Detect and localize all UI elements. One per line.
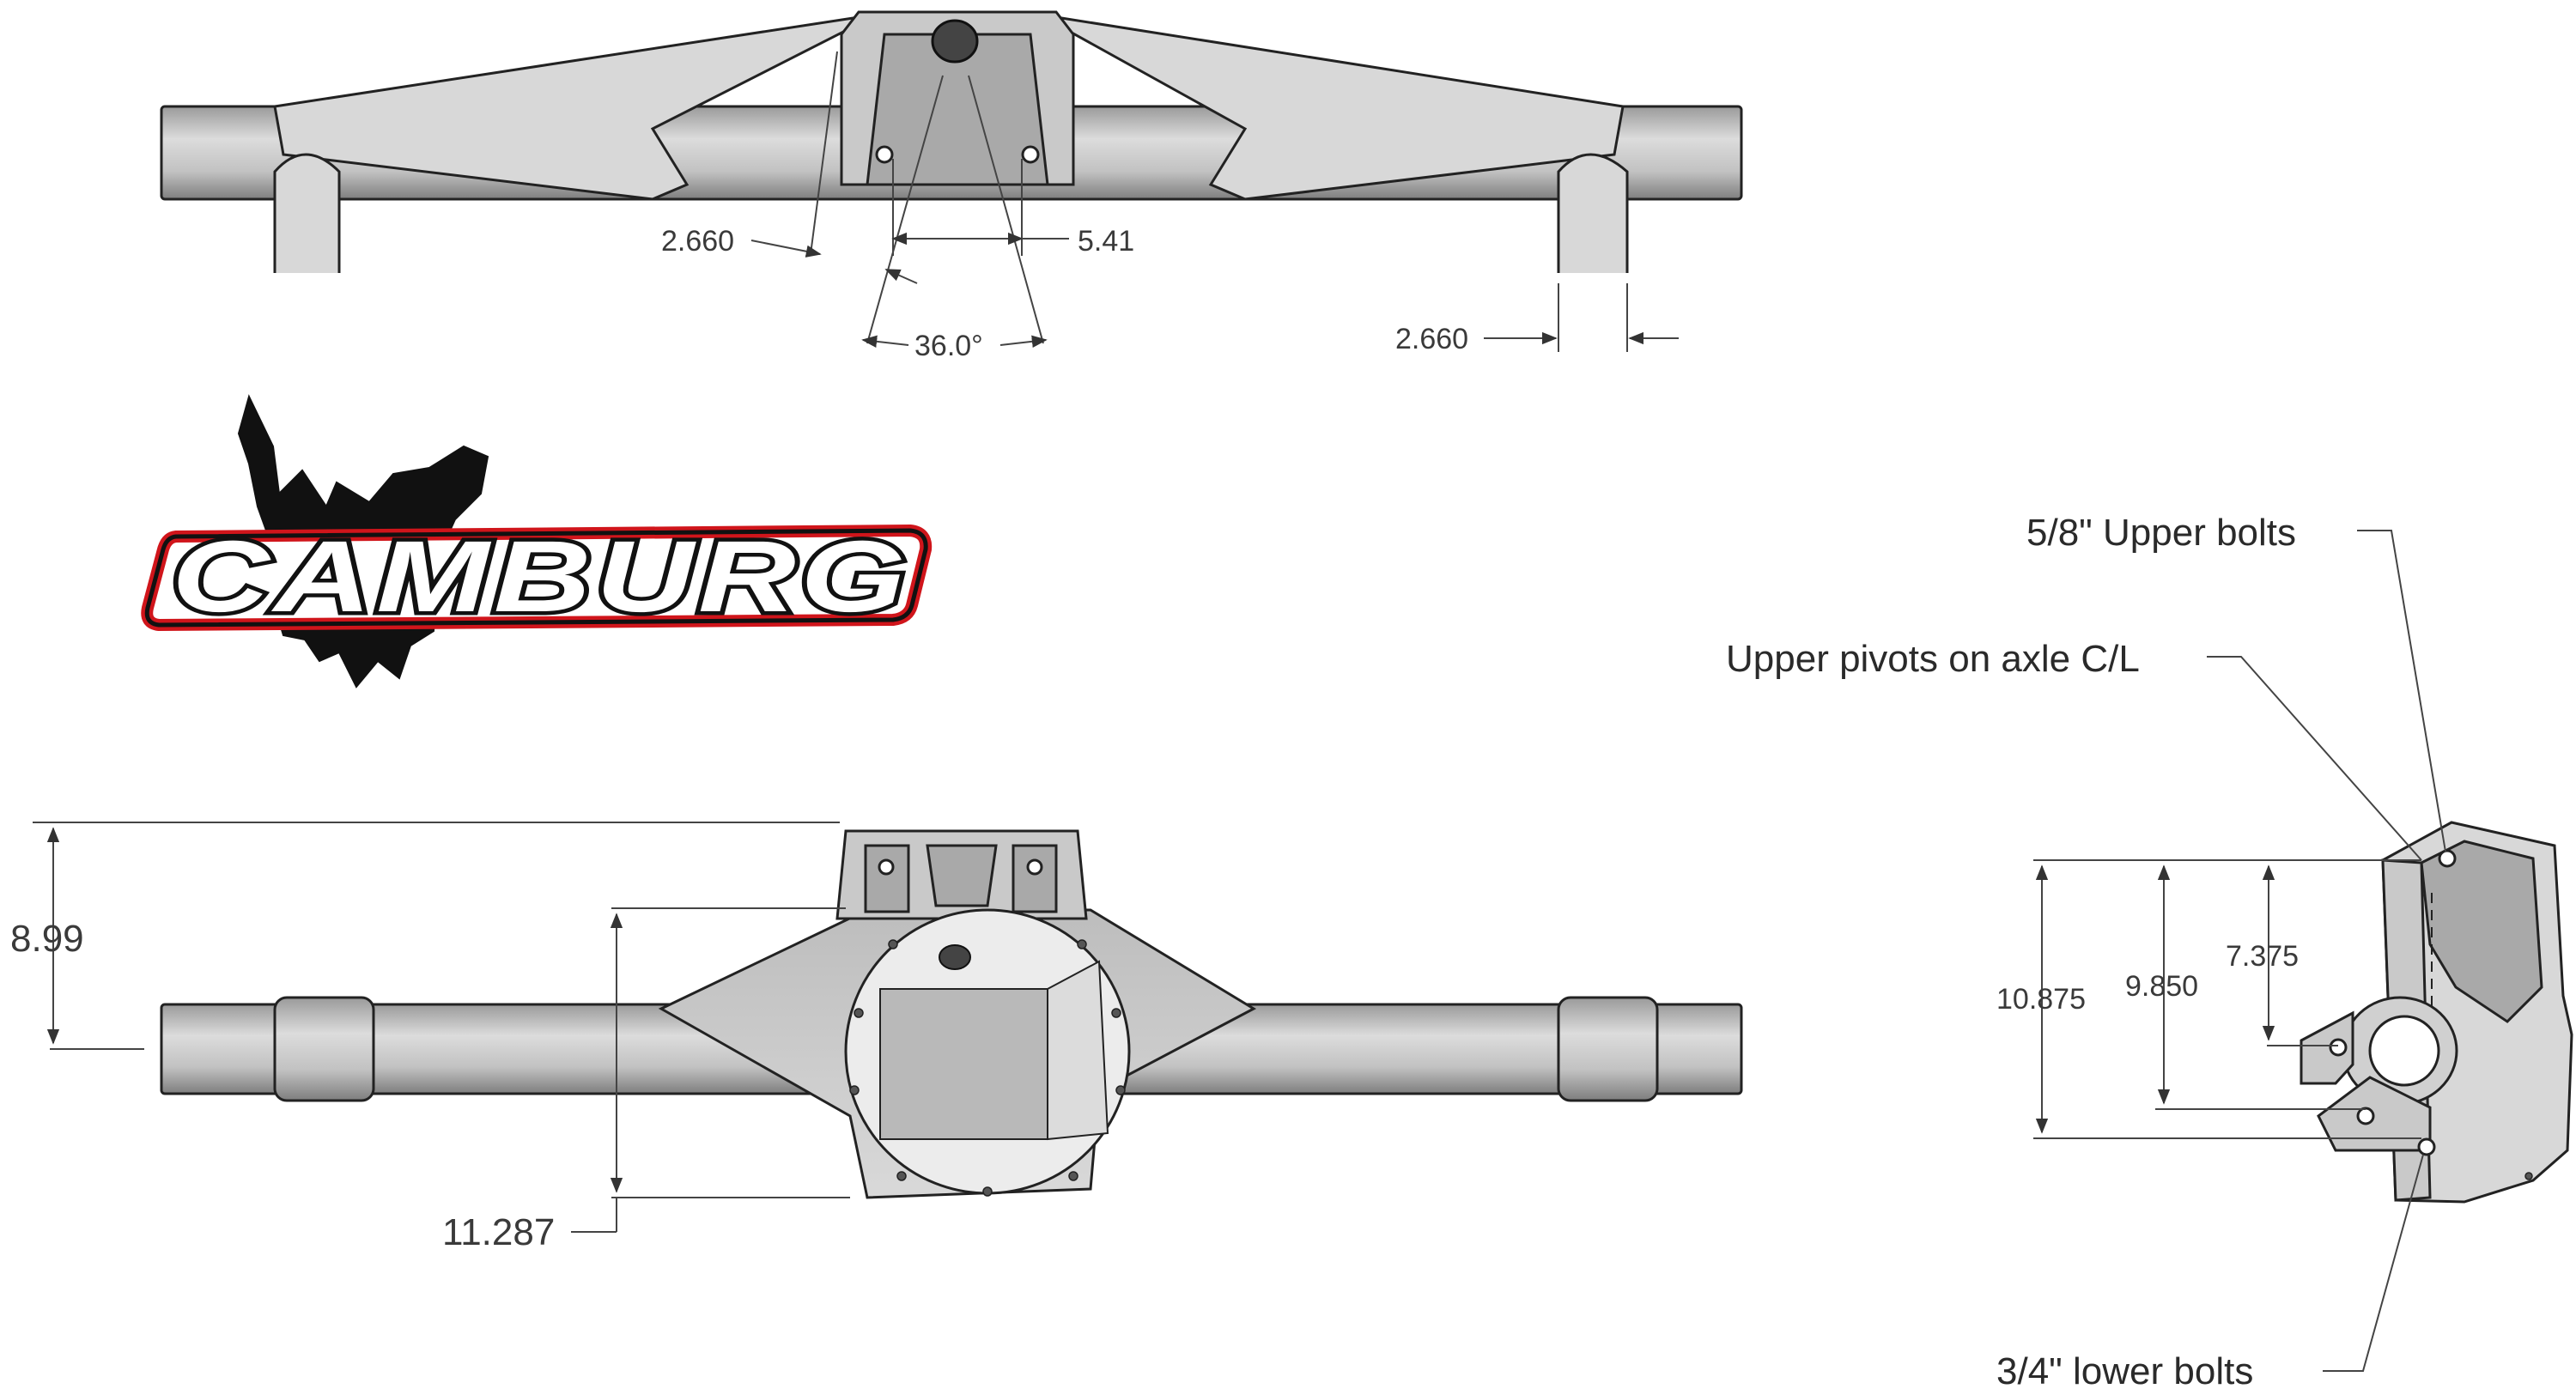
side-view-callouts: 5/8" Upper bolts Upper pivots on axle C/… (1726, 512, 2446, 1392)
dim-right-bracket-label: 2.660 (1395, 323, 1468, 355)
callout-upper-bolts: 5/8" Upper bolts (2026, 512, 2296, 554)
front-right-sleeve (1557, 996, 1659, 1102)
dim-left-bracket-label: 2.660 (661, 225, 734, 258)
side-view-axle (2300, 821, 2573, 1204)
top-view-dimensions: 2.660 5.41 36.0° 2.660 (661, 225, 1679, 362)
top-pivot-hole-right (1021, 145, 1040, 164)
side-lower-bolt-hole (2417, 1137, 2436, 1156)
logo-wordmark: CAMBURG (172, 520, 910, 634)
callout-upper-pivots: Upper pivots on axle C/L (1726, 638, 2140, 680)
dim-bottom-label: 11.287 (442, 1211, 555, 1253)
fill-cap (931, 19, 979, 64)
front-left-sleeve (273, 996, 375, 1102)
top-pivot-hole-left (875, 145, 894, 164)
top-right-bracket (1557, 153, 1629, 273)
side-upper-bolt-hole (2438, 849, 2457, 868)
top-center-recess (866, 33, 1049, 186)
side-tube-bore (2368, 1015, 2440, 1087)
dim-height-label: 8.99 (10, 918, 84, 960)
dim-inner-label: 7.375 (2226, 940, 2299, 973)
side-view-dimensions: 10.875 9.850 7.375 (1996, 859, 2421, 1139)
front-bolt-ring (849, 939, 1126, 1197)
dim-pivot-spacing-label: 5.41 (1078, 225, 1134, 258)
dim-angle-label: 36.0° (914, 330, 983, 362)
top-view-axle (160, 10, 1743, 344)
front-view-axle (160, 829, 1743, 1199)
dim-middle-label: 9.850 (2125, 970, 2198, 1003)
camburg-logo: CAMBURG (141, 394, 933, 688)
front-view-dimensions: 8.99 11.287 (10, 822, 850, 1253)
top-left-bracket (273, 153, 341, 273)
callout-lower-bolts: 3/4" lower bolts (1996, 1350, 2253, 1392)
dim-outer-label: 10.875 (1996, 983, 2086, 1016)
